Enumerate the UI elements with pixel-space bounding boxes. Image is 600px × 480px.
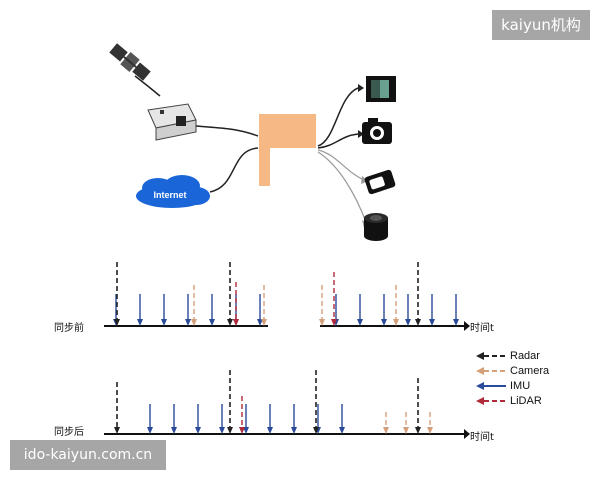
radar-link <box>317 149 365 181</box>
lidar-sensor-icon <box>366 76 396 102</box>
imu-arrowhead <box>147 427 153 434</box>
lidar-arrowhead <box>233 319 239 326</box>
imu-arrowhead <box>405 319 411 326</box>
camera-arrowhead <box>191 319 197 326</box>
timeline-after <box>104 370 470 439</box>
legend-camera: Camera <box>470 364 590 379</box>
imu-arrowhead <box>171 427 177 434</box>
imu-arrowhead <box>209 319 215 326</box>
satellite-link <box>134 75 161 97</box>
time-axis-arrow-before <box>464 321 470 331</box>
camera-link <box>317 133 359 149</box>
internet-link <box>209 147 259 193</box>
imu-link <box>317 151 367 223</box>
internet-cloud-icon <box>136 175 210 208</box>
camera-arrowhead <box>319 319 325 326</box>
legend: Radar Camera IMU LiDAR <box>470 349 590 409</box>
time-axis-label-before: 时间t <box>470 323 494 334</box>
imu-arrowhead <box>291 427 297 434</box>
camera-icon <box>362 118 392 144</box>
camera-arrowhead <box>427 427 433 434</box>
imu-arrowhead <box>219 427 225 434</box>
legend-radar-label: Radar <box>510 350 540 362</box>
camera-arrowhead <box>383 427 389 434</box>
internet-label: Internet <box>153 190 186 200</box>
imu-sensor-icon <box>364 213 388 241</box>
imu-arrowhead <box>267 427 273 434</box>
after-sync-label: 同步后 <box>54 427 84 438</box>
before-sync-label: 同步前 <box>54 323 84 334</box>
camera-arrowhead <box>403 427 409 434</box>
camera-arrowhead <box>393 319 399 326</box>
radar-sensor-icon <box>364 169 396 195</box>
legend-lidar-label: LiDAR <box>510 395 542 407</box>
imu-arrowhead <box>357 319 363 326</box>
time-axis-label-after: 时间t <box>470 432 494 443</box>
imu-arrowhead <box>429 319 435 326</box>
imu-arrowhead <box>243 427 249 434</box>
lidar-arrowhead <box>239 427 245 434</box>
satellite-icon <box>109 43 151 81</box>
imu-arrowhead <box>195 427 201 434</box>
legend-imu-label: IMU <box>510 380 531 392</box>
lidar-link <box>317 87 359 147</box>
imu-arrowhead <box>453 319 459 326</box>
receiver-link <box>195 125 259 137</box>
camera-arrowhead <box>261 319 267 326</box>
legend-imu: IMU <box>470 379 590 394</box>
radar-arrowhead <box>415 427 421 434</box>
imu-arrowhead <box>381 319 387 326</box>
imu-arrowhead <box>137 319 143 326</box>
lidar-arrowhead <box>331 319 337 326</box>
imu-arrowhead <box>339 427 345 434</box>
imu-arrowhead <box>161 319 167 326</box>
legend-camera-label: Camera <box>510 365 550 377</box>
legend-radar: Radar <box>470 349 590 364</box>
time-axis-arrow-after <box>464 429 470 439</box>
watermark-top: kaiyun机构 <box>492 10 590 40</box>
radar-arrowhead <box>227 319 233 326</box>
radar-arrowhead <box>415 319 421 326</box>
imu-arrowhead <box>257 319 263 326</box>
radar-arrowhead <box>313 427 319 434</box>
radar-arrowhead <box>114 427 120 434</box>
legend-lidar: LiDAR <box>470 394 590 409</box>
watermark-bottom: ido-kaiyun.com.cn <box>10 440 166 470</box>
gps-receiver-icon <box>147 103 197 141</box>
sync-hub <box>259 114 316 186</box>
radar-arrowhead <box>227 427 233 434</box>
radar-arrowhead <box>114 319 120 326</box>
imu-arrowhead <box>185 319 191 326</box>
timeline-before <box>104 262 470 331</box>
